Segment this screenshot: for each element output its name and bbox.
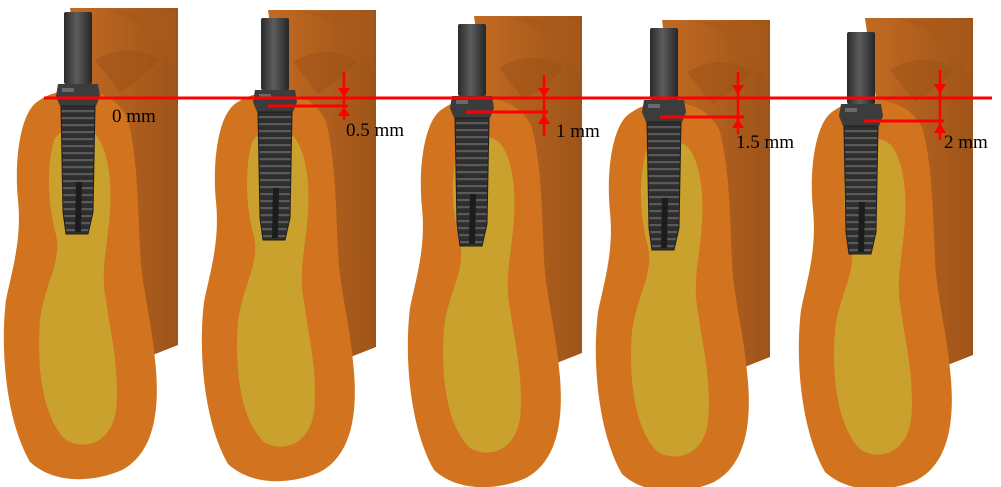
panel-1mm <box>408 16 582 487</box>
panel-1.5mm <box>596 20 770 487</box>
depth-label-2mm: 2 mm <box>944 132 988 153</box>
bone-cross-section <box>596 20 770 487</box>
bone-cross-section <box>408 16 582 487</box>
panel-0mm <box>4 8 178 479</box>
depth-label-0.5mm: 0.5 mm <box>346 120 404 141</box>
panel-0.5mm <box>202 10 376 481</box>
depth-label-1mm: 1 mm <box>556 121 600 142</box>
depth-label-0mm: 0 mm <box>112 106 156 127</box>
bone-cross-section <box>799 18 973 487</box>
depth-label-1.5mm: 1.5 mm <box>736 132 794 153</box>
panel-2mm <box>799 18 973 487</box>
